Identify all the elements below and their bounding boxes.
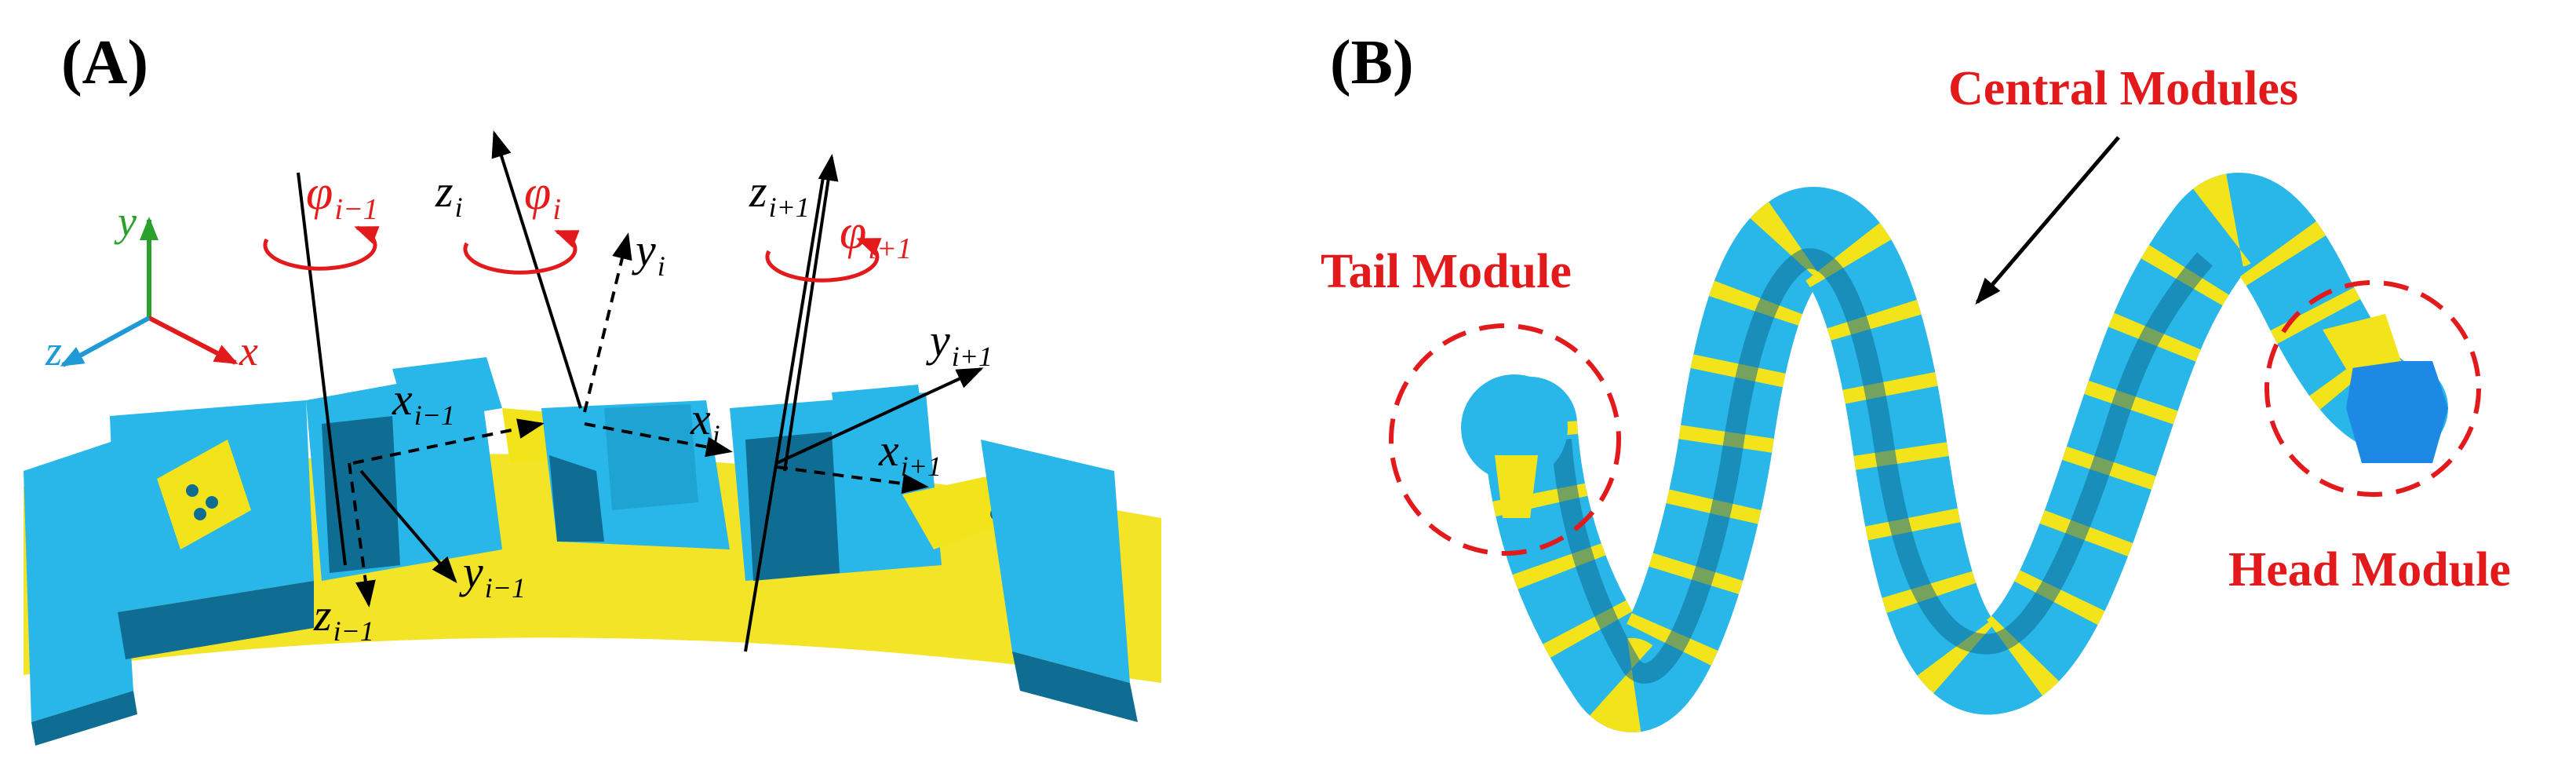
rotation-arrow-i xyxy=(465,232,575,272)
reference-frame xyxy=(63,220,235,365)
module-i-face xyxy=(604,404,698,510)
panel-b-robot xyxy=(1461,220,2448,685)
central-modules-label: Central Modules xyxy=(1948,64,2298,113)
frame-y-label: y xyxy=(118,200,137,243)
bolt xyxy=(206,496,218,509)
y-i-label: yi xyxy=(636,228,665,273)
snake-body xyxy=(1530,220,2401,685)
central-modules-arrow xyxy=(1977,137,2119,302)
x-prev-label: xi−1 xyxy=(392,377,455,422)
y-prev-label: yi−1 xyxy=(463,549,526,595)
panel-label-a: (A) xyxy=(61,31,148,94)
x-i-label: xi xyxy=(690,396,720,442)
z-i-label: zi xyxy=(435,169,463,214)
phi-prev-label: φi−1 xyxy=(306,169,378,217)
x-next-label: xi+1 xyxy=(879,428,942,473)
phi-next-label: φi+1 xyxy=(840,208,912,257)
z-axis-arrow xyxy=(63,318,149,365)
x-axis-arrow xyxy=(149,318,235,363)
z-next-label: zi+1 xyxy=(749,169,810,214)
frame-x-label: x xyxy=(239,330,258,372)
y-i-axis-arrow xyxy=(585,235,628,412)
head-module-label: Head Module xyxy=(2228,546,2511,594)
bolt xyxy=(194,508,206,520)
frame-z-label: z xyxy=(46,330,62,372)
rotation-arrow-prev xyxy=(265,228,375,268)
panel-a-robot xyxy=(24,357,1161,746)
tail-module-label: Tail Module xyxy=(1321,247,1572,296)
module-i-minus-1-face xyxy=(322,416,400,573)
head-module-body xyxy=(2346,361,2448,463)
rotation-arrows xyxy=(265,228,877,280)
bolt xyxy=(186,484,199,497)
phi-i-label: φi xyxy=(524,169,561,217)
panel-label-b: (B) xyxy=(1330,31,1414,94)
z-prev-label: zi−1 xyxy=(314,593,374,638)
y-next-label: yi+1 xyxy=(930,318,993,363)
